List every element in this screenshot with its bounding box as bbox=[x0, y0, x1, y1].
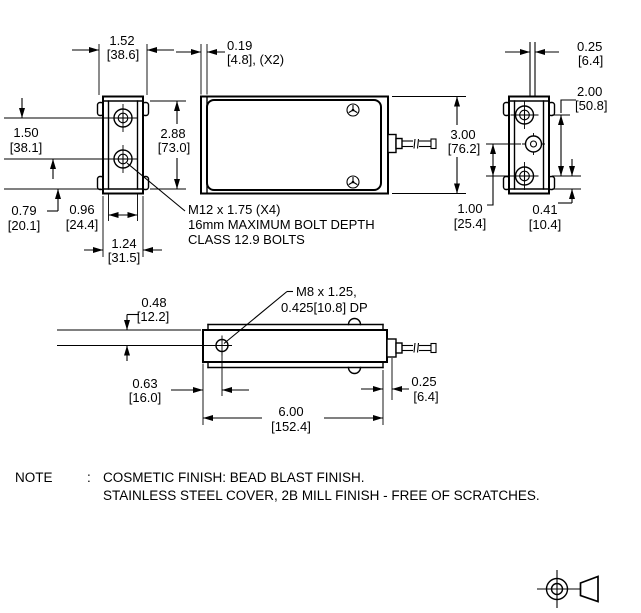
projection-circle-inner bbox=[550, 582, 564, 596]
dim-value-mm: [6.4] bbox=[578, 53, 603, 68]
dim-2-00: 2.00 [50.8] bbox=[552, 84, 608, 176]
cable-entry-hole bbox=[522, 133, 545, 155]
dim-value-in: 0.79 bbox=[11, 203, 36, 218]
dim-0-79: 0.79 [20.1] bbox=[4, 188, 101, 233]
note-line1: COSMETIC FINISH: BEAD BLAST FINISH. bbox=[103, 470, 365, 485]
dim-value-in: 6.00 bbox=[278, 404, 303, 419]
dim-value-in: 2.88 bbox=[160, 126, 185, 141]
dim-value-mm: [50.8] bbox=[575, 98, 608, 113]
cover-screw-edge bbox=[347, 317, 362, 326]
plan-view bbox=[202, 317, 437, 375]
m8-callout: M8 x 1.25, 0.425[10.8] DP bbox=[223, 284, 368, 344]
dim-value-in: 0.19 bbox=[227, 38, 252, 53]
dim-0-25-connector: 0.25 [6.4] bbox=[361, 358, 439, 404]
dim-value-mm: [16.0] bbox=[129, 390, 162, 405]
cover-outline bbox=[206, 99, 382, 191]
cable-connector bbox=[387, 133, 437, 154]
dim-value-in: 0.25 bbox=[411, 374, 436, 389]
front-view bbox=[200, 95, 437, 195]
dim-value-mm: [73.0] bbox=[158, 140, 191, 155]
body-outline bbox=[202, 329, 388, 363]
cover-screw bbox=[346, 103, 360, 117]
dim-1-50: 1.50 [38.1] bbox=[4, 98, 109, 179]
body-outline bbox=[200, 95, 389, 195]
m12-callout: M12 x 1.75 (X4) 16mm MAXIMUM BOLT DEPTH … bbox=[126, 162, 375, 247]
m12-callout-line2: 16mm MAXIMUM BOLT DEPTH bbox=[188, 217, 375, 232]
dim-0-48: 0.48 [12.2] bbox=[57, 295, 212, 361]
dim-0-19: 0.19 [4.8], (X2) bbox=[176, 38, 284, 95]
dim-value-in: 2.00 bbox=[577, 84, 602, 99]
mounting-hole-bottom bbox=[109, 145, 137, 173]
m12-callout-line1: M12 x 1.75 (X4) bbox=[188, 202, 281, 217]
dim-value-mm: [31.5] bbox=[108, 250, 141, 265]
dim-value-in: 0.48 bbox=[141, 295, 166, 310]
projection-circle-outer bbox=[545, 577, 569, 601]
dim-value-mm: [38.6] bbox=[107, 47, 140, 62]
dim-0-96: 0.96 [24.4] bbox=[66, 194, 138, 232]
cover-screw-edge bbox=[347, 366, 362, 375]
mounting-hole-top bbox=[109, 104, 137, 132]
cable-connector bbox=[386, 338, 437, 358]
dim-0-63: 0.63 [16.0] bbox=[129, 352, 249, 405]
cover-screw bbox=[346, 175, 360, 189]
dim-1-24: 1.24 [31.5] bbox=[84, 196, 162, 265]
dim-3-00: 3.00 [76.2] bbox=[392, 96, 481, 194]
m8-callout-line2: 0.425[10.8] DP bbox=[281, 300, 368, 315]
dim-1-00: 1.00 [25.4] bbox=[454, 143, 521, 231]
right-side-view bbox=[502, 42, 556, 195]
m12-callout-line3: CLASS 12.9 BOLTS bbox=[188, 232, 305, 247]
dim-value-mm: [24.4] bbox=[66, 217, 99, 232]
dim-value-in: 1.24 bbox=[111, 236, 136, 251]
mounting-hole-top bbox=[510, 101, 539, 129]
note-block: NOTE : COSMETIC FINISH: BEAD BLAST FINIS… bbox=[15, 470, 540, 503]
note-label: NOTE bbox=[15, 470, 53, 485]
dim-value-mm: [38.1] bbox=[10, 140, 43, 155]
dim-value-mm: [10.4] bbox=[529, 217, 562, 232]
dim-value-in: 0.41 bbox=[532, 202, 557, 217]
dim-value-mm: [152.4] bbox=[271, 419, 311, 434]
dim-value-in: 1.50 bbox=[13, 125, 38, 140]
dim-2-88: 2.88 [73.0] bbox=[150, 100, 191, 190]
leader-line bbox=[126, 162, 186, 212]
dim-value-in: 0.63 bbox=[132, 376, 157, 391]
third-angle-projection-icon bbox=[537, 570, 599, 608]
mounting-hole-bottom bbox=[510, 162, 539, 190]
dim-value-mm: [6.4] bbox=[413, 389, 438, 404]
dim-value-in: 0.25 bbox=[577, 39, 602, 54]
dim-value-mm: [12.2] bbox=[137, 309, 170, 324]
dim-value-mm: [4.8], (X2) bbox=[227, 52, 284, 67]
dim-value-in: 0.96 bbox=[69, 202, 94, 217]
dim-0-25-cable: 0.25 [6.4] bbox=[505, 39, 603, 68]
left-side-view bbox=[96, 95, 150, 195]
leader-line bbox=[223, 291, 288, 344]
dim-value-mm: [76.2] bbox=[448, 141, 481, 156]
dim-value-in: 1.00 bbox=[457, 201, 482, 216]
dim-value-in: 3.00 bbox=[450, 127, 475, 142]
projection-cone bbox=[579, 575, 599, 603]
m8-thread-hole bbox=[212, 335, 232, 356]
dim-0-41: 0.41 [10.4] bbox=[529, 159, 581, 232]
dim-value-in: 1.52 bbox=[109, 33, 134, 48]
dim-value-mm: [20.1] bbox=[8, 218, 41, 233]
dim-value-mm: [25.4] bbox=[454, 216, 487, 231]
note-separator: : bbox=[87, 470, 91, 485]
dim-1-52: 1.52 [38.6] bbox=[72, 33, 174, 95]
dim-6-00: 6.00 [152.4] bbox=[202, 363, 384, 434]
note-line2: STAINLESS STEEL COVER, 2B MILL FINISH - … bbox=[103, 488, 540, 503]
m8-callout-line1: M8 x 1.25, bbox=[296, 284, 357, 299]
